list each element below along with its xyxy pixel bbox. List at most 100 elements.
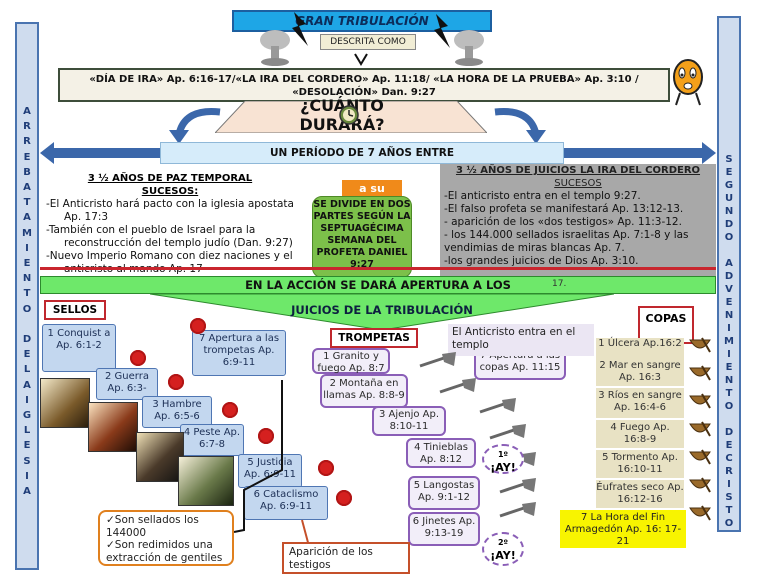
vertical-letter: E <box>725 297 733 308</box>
vertical-letter: V <box>725 284 733 295</box>
woe-bubble-2: 2º ¡AY! <box>482 532 524 566</box>
list-item: - los 144.000 sellados israelitas Ap. 7:… <box>444 229 689 254</box>
explosion-left-image <box>258 28 292 66</box>
double-arrow-right-icon <box>564 142 716 164</box>
seal-7: 7 Apertura a las trompetas Ap. 6:9-11 <box>192 330 286 376</box>
woe-bubble-1-number: 1º <box>497 450 509 459</box>
seal-4: 4 Peste Ap. 6:7-8 <box>180 424 244 456</box>
vertical-letter: G <box>724 180 734 191</box>
judgments-banner <box>149 293 615 331</box>
trompetas-label-text: TROMPETAS <box>338 332 410 344</box>
vertical-letter: A <box>725 258 733 269</box>
bowl-3-text: 3 Ríos en sangre Ap. 16:4-6 <box>598 390 682 413</box>
division-box-text: SE DIVIDE EN DOS PARTES SEGÚN LA SEPTUAG… <box>313 199 411 270</box>
trompetas-label: TROMPETAS <box>330 328 418 348</box>
left-half-section: 3 ½ AÑOS DE PAZ TEMPORAL SUCESOS: -El An… <box>46 172 294 282</box>
left-half-title: 3 ½ AÑOS DE PAZ TEMPORAL <box>87 173 253 184</box>
names-line-2: «DESOLACIÓN» Dan. 9:27 <box>292 87 436 98</box>
vertical-letter: D <box>22 334 32 346</box>
trumpet-1: 1 Granito y fuego Ap. 8:7 <box>312 348 390 374</box>
list-item: -El falso profeta se manifestará Ap. 13:… <box>444 203 684 215</box>
bowl-icon <box>689 421 711 437</box>
vertical-letter: N <box>724 310 734 321</box>
green-bar: EN LA ACCIÓN SE DARÁ APERTURA A LOS <box>40 276 716 294</box>
bowl-icon <box>689 393 711 409</box>
vertical-letter: D <box>724 219 734 230</box>
list-item: -El Anticristo hará pacto con la iglesia… <box>46 198 294 223</box>
bowl-icon <box>689 337 711 353</box>
vertical-letter: E <box>23 349 31 361</box>
bowl-5-text: 5 Tormento Ap. 16:10-11 <box>602 452 678 475</box>
horseman-4-image <box>178 456 234 506</box>
trumpet-2: 2 Montaña en llamas Ap. 8:8-9 <box>320 374 408 408</box>
witnesses-note: Aparición de los testigos <box>282 542 410 574</box>
double-arrow-left-icon <box>40 142 162 164</box>
sealed-note-item: ✓Son sellados los 144000 <box>106 514 199 539</box>
vertical-letter: E <box>23 258 31 270</box>
seal-2: 2 Guerra Ap. 6:3- <box>96 368 158 400</box>
list-item: -El anticristo entra en el templo 9:27. <box>444 190 641 202</box>
curved-arrow-left-icon <box>165 104 225 144</box>
vertical-letter: L <box>23 364 31 376</box>
sellos-label: SELLOS <box>44 300 106 320</box>
wax-seal-icon <box>130 350 146 366</box>
horseman-3-image <box>136 432 184 482</box>
seal-3: 3 Hambre Ap. 6:5-6 <box>142 396 212 428</box>
vertical-letter: O <box>724 401 734 412</box>
woe-bubble-1: 1º ¡AY! <box>482 444 524 474</box>
vertical-letter: U <box>724 193 734 204</box>
explosion-right-image <box>452 28 486 66</box>
seal-6-text: 6 Cataclismo Ap. 6:9-11 <box>253 489 319 512</box>
seal-5: 5 Justicia Ap. 6:9-11 <box>238 454 302 488</box>
woe-bubble-2-text: ¡AY! <box>490 549 516 562</box>
curved-arrow-right-icon <box>490 104 550 144</box>
seal-4-text: 4 Peste Ap. 6:7-8 <box>183 427 241 450</box>
woe-bubble-2-number: 2º <box>497 538 509 547</box>
list-item: -los grandes juicios de Dios Ap. 3:10. <box>444 255 639 267</box>
bowl-icon <box>689 449 711 465</box>
wax-seal-icon <box>258 428 274 444</box>
bowl-5: 5 Tormento Ap. 16:10-11 <box>596 450 684 478</box>
copas-label: COPAS <box>638 306 694 344</box>
vertical-letter: I <box>25 242 29 254</box>
wax-seal-icon <box>318 460 334 476</box>
trumpet-4: 4 Tinieblas Ap. 8:12 <box>406 438 476 468</box>
vertical-letter: T <box>23 288 31 300</box>
right-half-section: 3 ½ AÑOS DE JUICIOS LA IRA DEL CORDERO S… <box>444 164 712 304</box>
vertical-letter: A <box>23 182 31 194</box>
vertical-letter: R <box>23 121 31 133</box>
right-half-subtitle: SUCESOS <box>554 178 602 189</box>
bowl-6-text: Éufrates seco Ap. 16:12-16 <box>596 482 684 505</box>
trumpet-icon <box>479 398 516 414</box>
vertical-letter: O <box>724 232 734 243</box>
trumpet-icon <box>439 378 476 394</box>
lightning-left-icon <box>288 12 308 48</box>
bowl-7: 7 La Hora del Fin Armagedón Ap. 16: 17-2… <box>560 510 686 548</box>
trumpet-6-text: 6 Jinetes Ap. 9:13-19 <box>412 516 476 539</box>
vertical-letter: A <box>23 379 31 391</box>
vertical-letter: N <box>724 375 734 386</box>
vertical-letter: D <box>724 271 734 282</box>
judgments-title: JUICIOS DE LA TRIBULACIÓN <box>291 303 473 317</box>
sealed-note-list: ✓Son sellados los 144000✓Son redimidos u… <box>106 514 226 564</box>
bowl-icons <box>688 334 714 534</box>
temple-note: El Anticristo entra en el templo <box>448 324 594 356</box>
wax-seal-icon <box>190 318 206 334</box>
bowl-7-text: 7 La Hora del Fin Armagedón Ap. 16: 17-2… <box>564 512 682 547</box>
vertical-letter: S <box>725 154 733 165</box>
worried-face-icon <box>670 55 706 107</box>
bowl-icon <box>689 365 711 381</box>
vertical-letter: A <box>23 486 31 498</box>
trumpet-icon <box>419 352 456 368</box>
bowl-2: 2 Mar en sangre Ap. 16:3 <box>596 358 684 386</box>
seal-3-text: 3 Hambre Ap. 6:5-6 <box>152 399 202 422</box>
vertical-letter: M <box>724 336 734 347</box>
green-bar-number: 17. <box>552 279 567 289</box>
vertical-letter: G <box>22 410 32 422</box>
bowl-icon <box>689 477 711 493</box>
bowl-1-text: 1 Úlcera Ap.16:2 <box>598 338 682 349</box>
vertical-letter <box>727 413 730 426</box>
temple-note-text: El Anticristo entra en el templo <box>452 326 576 351</box>
